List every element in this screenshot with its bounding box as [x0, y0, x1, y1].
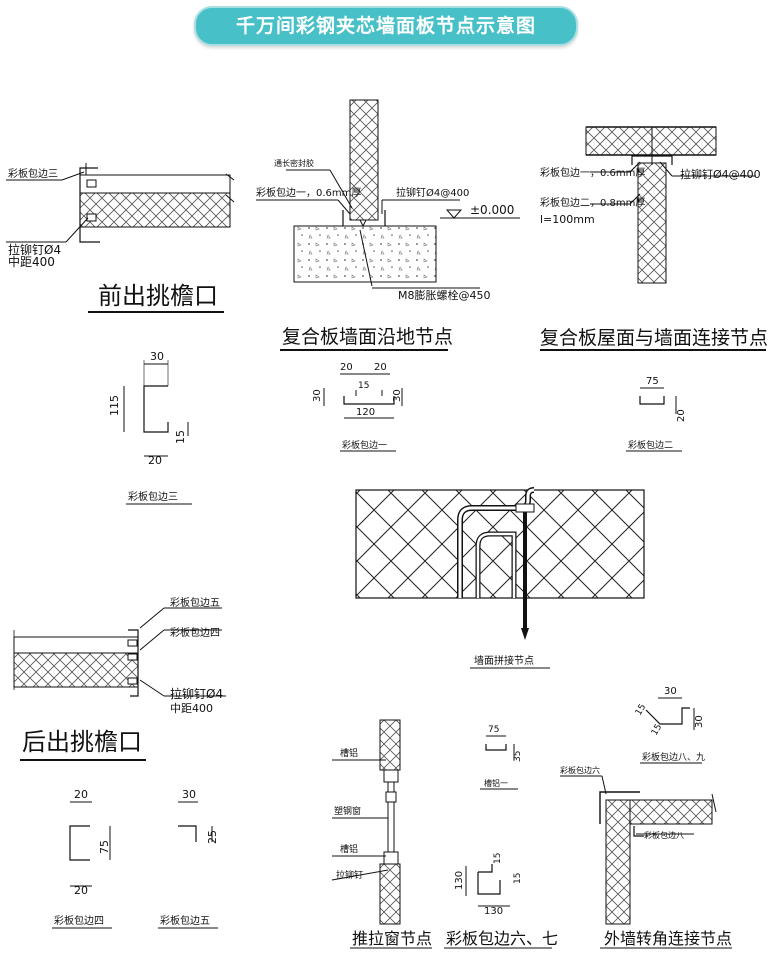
dim-w: 120	[356, 407, 375, 418]
label-window: 塑钢窗	[334, 805, 361, 817]
trim1-detail: 20 20 15 30 30 120 彩板包边一	[312, 362, 403, 452]
dim-w: 75	[646, 376, 659, 387]
roof-wall-detail: 彩板包边一，0.6mm厚 彩板包边二，0.8mm厚 l=100mm 拉铆钉Ø4@…	[540, 126, 768, 351]
trim2-detail: 75 20 彩板包边二	[626, 376, 687, 452]
dim-b: 15	[513, 873, 523, 884]
detail-title: 外墙转角连接节点	[604, 929, 732, 948]
dim-h: 35	[513, 751, 523, 762]
dim-bottom: 20	[74, 884, 88, 897]
label-trim2: 彩板包边二，0.8mm厚	[540, 196, 645, 209]
label-trim4: 彩板包边四	[170, 626, 220, 639]
dim-top: 30	[150, 350, 164, 363]
label-trim1: 彩板包边一，0.6mm厚	[540, 166, 645, 179]
label-alu2: 槽铝	[340, 843, 358, 855]
detail-title: 后出挑檐口	[22, 728, 142, 756]
label-rivet: 拉铆钉Ø4@400	[680, 167, 761, 181]
dim-b: 15	[650, 723, 664, 738]
trim4-detail: 20 75 20 彩板包边四	[52, 788, 112, 929]
dim-h: 20	[676, 409, 687, 422]
label-bolt: M8膨胀螺栓@450	[398, 288, 491, 302]
dim-h: 30	[694, 715, 705, 728]
label-seal: 通长密封胶	[274, 158, 314, 168]
detail-title: 前出挑檐口	[98, 282, 218, 310]
dim-h2: 30	[392, 389, 403, 402]
detail-title: 彩板包边五	[160, 914, 210, 927]
dim-top: 20	[74, 788, 88, 801]
page-title: 千万间彩钢夹芯墙面板节点示意图	[194, 6, 578, 46]
label-rivet: 拉铆钉	[336, 869, 363, 881]
dim-a: 15	[493, 853, 503, 864]
wall-joint-detail: 墙面拼接节点	[355, 487, 645, 669]
trim5-detail: 30 25 彩板包边五	[158, 788, 219, 929]
dim-w: 130	[484, 906, 503, 917]
detail-title: 彩板包边二	[628, 439, 673, 451]
detail-title: 墙面拼接节点	[474, 654, 534, 667]
dim-lip: 15	[174, 430, 187, 444]
label-level: ±0.000	[470, 203, 514, 217]
dim-w: 75	[488, 725, 499, 735]
label-spacing: 中距400	[8, 254, 55, 269]
detail-title: 彩板包边一	[342, 439, 387, 451]
rear-eave-detail: 彩板包边五 彩板包边四 拉铆钉Ø4 中距400 后出挑檐口	[13, 596, 226, 761]
trim89-detail: 30 30 15 15 彩板包边八、九	[634, 686, 705, 764]
label-trim8: 彩板包边八	[644, 830, 684, 840]
dim-top: 30	[182, 788, 196, 801]
dim-a: 15	[634, 703, 648, 718]
channel-detail: 75 35 槽铝一	[480, 725, 523, 790]
trim3-detail: 30 115 20 15 彩板包边三	[108, 350, 192, 505]
label-trim1: 彩板包边一，0.6mm厚	[256, 186, 361, 199]
detail-title: 彩板包边三	[128, 490, 178, 503]
label-alu1: 槽铝	[340, 747, 358, 759]
detail-title: 彩板包边六、七	[446, 929, 558, 948]
dim-w: 30	[664, 686, 677, 697]
dim-b: 20	[374, 362, 387, 373]
label-rivet: 拉铆钉Ø4	[8, 242, 61, 257]
dim-height: 115	[108, 395, 121, 416]
dim-h1: 30	[312, 389, 323, 402]
dim-h: 75	[98, 840, 111, 854]
detail-title: 推拉窗节点	[352, 929, 432, 948]
label-trim6: 彩板包边六	[560, 765, 600, 775]
corner-detail: 彩板包边六 彩板包边八 外墙转角连接节点	[560, 765, 732, 949]
detail-title: 彩板包边八、九	[642, 751, 705, 763]
detail-title: 复合板墙面沿地节点	[282, 326, 453, 348]
label-rivet: 拉铆钉Ø4	[170, 686, 223, 701]
dim-h: 25	[206, 830, 219, 844]
label-trim5: 彩板包边五	[170, 596, 220, 609]
ground-detail: ±0.000 通长密封胶 彩板包边一，0.6mm厚 拉铆钉Ø4@400 M8膨胀…	[256, 99, 520, 351]
dim-c: 15	[358, 381, 369, 391]
detail-title: 槽铝一	[484, 778, 508, 788]
label-rivet: 拉铆钉Ø4@400	[396, 186, 469, 199]
detail-title: 彩板包边四	[54, 914, 104, 927]
front-eave-detail: 彩板包边三 拉铆钉Ø4 中距400 前出挑檐口	[6, 163, 235, 313]
dim-a: 20	[340, 362, 353, 373]
dim-h: 130	[454, 871, 465, 890]
trim67-detail: 130 15 15 130 彩板包边六、七	[444, 853, 558, 949]
window-detail: 槽铝 塑钢窗 槽铝 拉铆钉 推拉窗节点	[331, 719, 432, 949]
label-spacing: 中距400	[170, 702, 213, 715]
label-len: l=100mm	[540, 213, 595, 226]
dim-bottom: 20	[148, 454, 162, 467]
label-trim3: 彩板包边三	[8, 167, 58, 180]
detail-title: 复合板屋面与墙面连接节点	[540, 327, 768, 349]
